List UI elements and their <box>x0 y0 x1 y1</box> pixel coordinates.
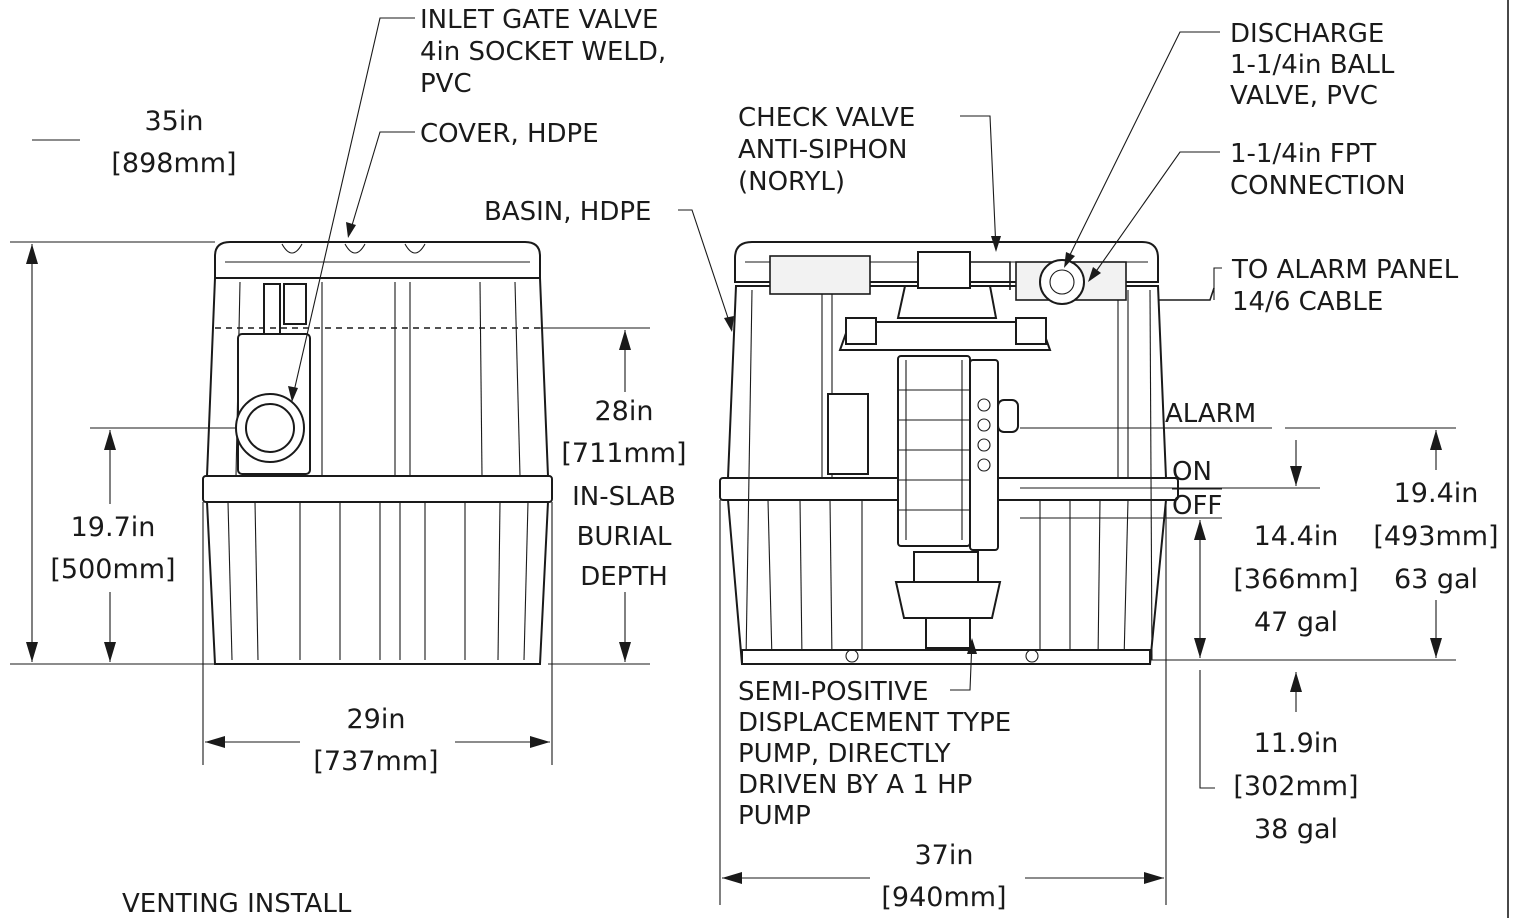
front-width-in: 29in <box>347 704 406 735</box>
alarm-panel-label-2: 14/6 CABLE <box>1232 287 1383 317</box>
inlet-gate-valve-label-1: INLET GATE VALVE <box>420 5 658 35</box>
burial-depth-label-3: DEPTH <box>580 562 668 592</box>
alarm-level-label: ALARM <box>1165 399 1256 429</box>
check-valve-label-1: CHECK VALVE <box>738 103 915 133</box>
off-level-in: 11.9in <box>1254 728 1339 759</box>
burial-depth-label-2: BURIAL <box>577 522 672 552</box>
inlet-height-in: 19.7in <box>71 512 156 543</box>
alarm-level-in: 19.4in <box>1394 478 1479 509</box>
side-view-leaders <box>678 31 1222 691</box>
check-valve-label-2: ANTI-SIPHON <box>738 135 907 165</box>
cover-label: COVER, HDPE <box>420 119 599 149</box>
venting-install-label: VENTING INSTALL <box>122 889 352 918</box>
side-width-mm: [940mm] <box>881 882 1006 913</box>
side-width-in: 37in <box>915 840 974 871</box>
on-level-mm: [366mm] <box>1233 564 1358 595</box>
pump-label-4: DRIVEN BY A 1 HP <box>738 770 972 800</box>
pump-label-3: PUMP, DIRECTLY <box>738 739 951 769</box>
alarm-level-gal: 63 gal <box>1394 564 1478 595</box>
discharge-label-2: 1-1/4in BALL <box>1230 50 1395 80</box>
off-level-label: OFF <box>1172 491 1222 521</box>
front-view-basin <box>202 241 553 665</box>
front-view-dimensions <box>10 139 650 765</box>
pump-label-1: SEMI-POSITIVE <box>738 677 929 707</box>
discharge-label-3: VALVE, PVC <box>1230 81 1378 111</box>
check-valve-label-3: (NORYL) <box>738 167 845 197</box>
burial-in: 28in <box>595 396 654 427</box>
pump-label-2: DISPLACEMENT TYPE <box>738 708 1011 738</box>
inlet-height-mm: [500mm] <box>50 554 175 585</box>
on-level-in: 14.4in <box>1254 521 1339 552</box>
discharge-label-1: DISCHARGE <box>1230 19 1384 49</box>
pump-label-5: PUMP <box>738 801 811 831</box>
fpt-connection-label-1: 1-1/4in FPT <box>1230 139 1376 169</box>
overall-height-mm: [898mm] <box>111 148 236 179</box>
front-view-leaders <box>288 17 415 402</box>
fpt-connection-label-2: CONNECTION <box>1230 171 1406 201</box>
side-view-basin <box>719 241 1215 665</box>
inlet-gate-valve-label-3: PVC <box>420 69 472 99</box>
overall-height-in: 35in <box>145 106 204 137</box>
inlet-gate-valve-label-2: 4in SOCKET WELD, <box>420 37 666 67</box>
front-width-mm: [737mm] <box>313 746 438 777</box>
off-level-mm: [302mm] <box>1233 771 1358 802</box>
on-level-label: ON <box>1172 457 1212 487</box>
burial-mm: [711mm] <box>561 438 686 469</box>
basin-label: BASIN, HDPE <box>484 197 651 227</box>
on-level-gal: 47 gal <box>1254 607 1338 638</box>
alarm-level-mm: [493mm] <box>1373 521 1498 552</box>
off-level-gal: 38 gal <box>1254 814 1338 845</box>
burial-depth-label-1: IN-SLAB <box>572 482 676 512</box>
alarm-panel-label-1: TO ALARM PANEL <box>1231 255 1459 285</box>
